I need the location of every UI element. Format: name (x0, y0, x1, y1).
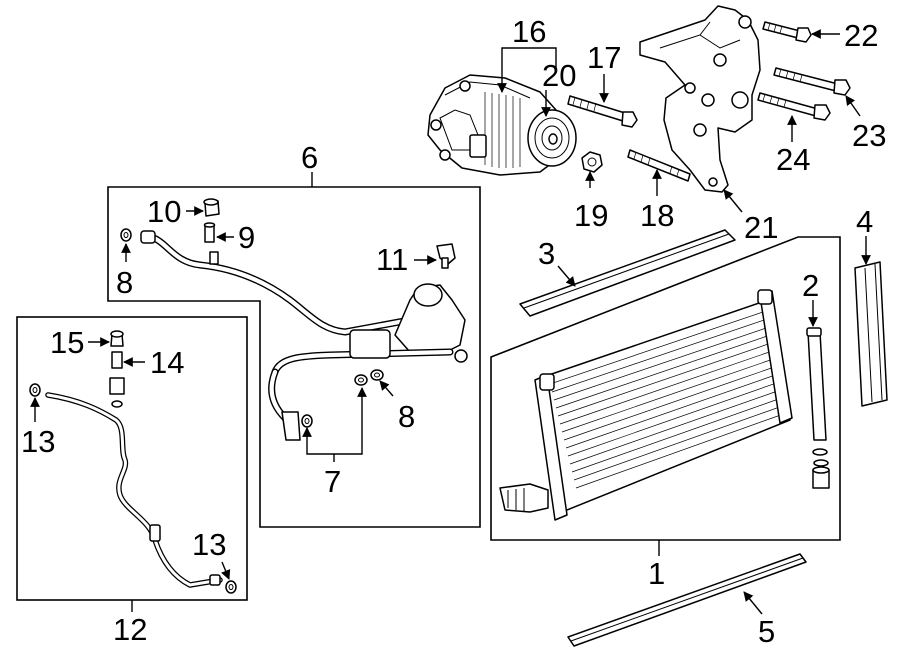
callout-18: 18 (640, 198, 674, 233)
seal-3 (519, 229, 736, 317)
bolt-22 (762, 21, 812, 43)
stud-18 (627, 149, 691, 182)
line-assembly-6 (120, 198, 468, 441)
drier-2 (806, 327, 830, 489)
box-lines-group-6 (107, 186, 481, 528)
callout-8-left: 8 (116, 265, 133, 300)
callout-14: 14 (150, 345, 184, 380)
callout-10: 10 (147, 194, 181, 229)
callout-11: 11 (376, 242, 408, 277)
nut-19 (581, 151, 603, 173)
bolt-24 (757, 92, 831, 121)
box-condenser-group (490, 236, 841, 541)
callout-17: 17 (587, 40, 621, 75)
callout-23: 23 (852, 118, 886, 153)
callout-15: 15 (50, 325, 84, 360)
callout-5: 5 (758, 614, 775, 649)
callout-2: 2 (802, 268, 819, 303)
compressor (427, 74, 577, 176)
callout-20: 20 (542, 58, 576, 93)
condenser (499, 289, 793, 521)
callout-22: 22 (844, 18, 878, 53)
line-assembly-12 (29, 330, 237, 594)
leader-lines (30, 29, 871, 615)
bolt-17 (567, 95, 638, 128)
seal-5 (567, 553, 807, 647)
seal-4 (854, 261, 888, 407)
callout-1: 1 (648, 556, 665, 591)
callout-3: 3 (538, 236, 555, 271)
callout-7: 7 (324, 464, 341, 499)
callout-4: 4 (856, 204, 873, 239)
callout-9: 9 (238, 220, 255, 255)
callout-24: 24 (776, 142, 810, 177)
callout-6: 6 (301, 140, 318, 175)
callout-13-right: 13 (192, 527, 226, 562)
callout-8-right: 8 (398, 399, 415, 434)
bolt-23 (773, 67, 851, 96)
compressor-bracket (639, 5, 761, 193)
callout-16: 16 (512, 14, 546, 49)
callout-13-left: 13 (21, 424, 55, 459)
callout-21: 21 (744, 210, 778, 245)
callout-19: 19 (574, 198, 608, 233)
callout-12: 12 (113, 612, 147, 647)
